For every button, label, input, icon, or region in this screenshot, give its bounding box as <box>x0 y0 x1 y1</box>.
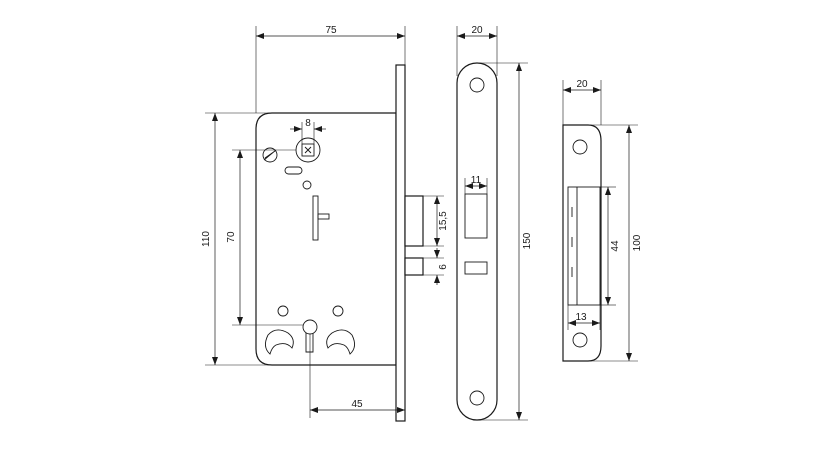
dimension-deadbolt-height: 6 <box>423 248 449 285</box>
dimension-label-8: 8 <box>305 118 311 129</box>
dimension-centre-distance: 70 <box>226 149 303 326</box>
dimension-faceplate-width: 20 <box>456 25 498 76</box>
oval-slot <box>284 166 303 175</box>
strike-plate <box>562 124 602 362</box>
dimension-backset: 45 <box>309 334 405 418</box>
dimension-latch-slot-width: 11 <box>464 175 488 194</box>
strike-screw-hole-bottom <box>572 332 588 348</box>
latch-bolt <box>404 195 424 247</box>
faceplate-deadbolt-slot <box>464 261 488 275</box>
dimension-label-20-faceplate: 20 <box>471 25 483 36</box>
dimension-label-110: 110 <box>201 231 212 247</box>
dimension-strike-width: 20 <box>562 79 602 125</box>
dimension-lock-width: 75 <box>255 25 406 113</box>
dimension-label-44: 44 <box>610 240 621 252</box>
dimension-label-100: 100 <box>632 234 643 251</box>
key-lever <box>312 195 330 241</box>
fixing-hole-right <box>332 305 344 317</box>
faceplate-screw-hole-bottom <box>469 390 485 406</box>
dimension-label-45: 45 <box>351 399 363 410</box>
dimension-label-6: 6 <box>438 264 449 270</box>
dimension-label-75: 75 <box>325 25 337 36</box>
fixing-hole-left <box>277 305 289 317</box>
faceplate-screw-hole-top <box>469 77 485 93</box>
lock-body <box>255 64 424 422</box>
dimension-strike-length: 100 <box>590 124 643 362</box>
faceplate <box>456 62 498 421</box>
dimension-strike-depth: 13 <box>567 305 601 330</box>
dimension-strike-slot-height: 44 <box>600 186 621 306</box>
dimension-label-11: 11 <box>471 175 482 186</box>
dimension-label-13: 13 <box>575 312 587 323</box>
dimension-lock-height: 110 <box>201 112 272 366</box>
faceplate-latch-slot <box>464 193 488 239</box>
lock-forend-plate <box>395 64 406 422</box>
dimension-latch-height: 15,5 <box>423 195 449 247</box>
small-hole <box>302 180 312 190</box>
strike-screw-hole-top <box>572 139 588 155</box>
dead-bolt <box>404 257 424 276</box>
cutout-right <box>326 329 355 355</box>
dimension-label-150: 150 <box>522 232 533 249</box>
strike-pocket <box>567 186 601 306</box>
dimension-faceplate-length: 150 <box>477 62 533 421</box>
cutout-left <box>265 329 294 355</box>
screw-icon <box>262 147 278 163</box>
dimension-label-70: 70 <box>226 231 237 243</box>
dimension-spindle-square: 8 <box>290 118 326 144</box>
dimension-label-15-5: 15,5 <box>438 211 449 231</box>
dimension-label-20-strike: 20 <box>576 79 588 90</box>
